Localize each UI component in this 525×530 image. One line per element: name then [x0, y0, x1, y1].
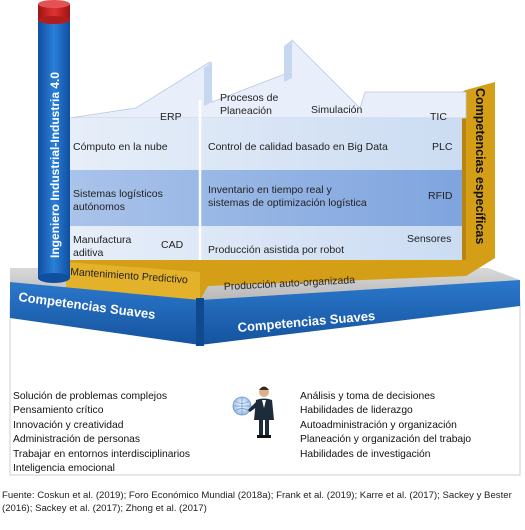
soft-skill-item: Habilidades de liderazgo: [300, 405, 413, 417]
soft-skill-item: Innovación y creatividad: [13, 419, 124, 431]
factory-row-3: [70, 170, 462, 226]
pillar-cap: [38, 4, 70, 20]
factory-row-4: [70, 226, 462, 260]
label-control-calidad: Control de calidad basado en Big Data: [208, 141, 388, 153]
label-plc: PLC: [432, 141, 453, 153]
soft-skill-item: Administración de personas: [13, 434, 141, 446]
label-tic: TIC: [430, 111, 447, 123]
soft-skills-band-fold: [196, 298, 204, 346]
pillar-base: [38, 273, 70, 283]
soft-skill-item: Análisis y toma de decisiones: [300, 391, 436, 402]
soft-skills-band-left: [10, 282, 200, 345]
pillar-body: [38, 10, 70, 278]
soft-skill-item: Pensamiento crítico: [13, 405, 104, 417]
specific-competencies-label: Competencias específicas: [473, 88, 487, 244]
soft-skill-item: Inteligencia emocional: [13, 463, 115, 475]
pillar-cap-bottom: [38, 16, 70, 24]
pillar-cap-top: [38, 0, 70, 8]
specific-band-edge: [462, 90, 466, 272]
label-erp: ERP: [160, 111, 182, 123]
label-sistemas-logisticos: Sistemas logísticos autónomos: [73, 188, 163, 213]
label-procesos-planeacion: Procesos de Planeación: [220, 92, 279, 117]
roof-shadow-1: [204, 62, 212, 106]
label-computo-nube: Cómputo en la nube: [73, 141, 168, 153]
label-rfid: RFID: [428, 190, 453, 202]
roof-shadow-2: [284, 40, 292, 82]
label-produccion-robot: Producción asistida por robot: [208, 244, 344, 256]
businessman-figure: [232, 386, 274, 438]
soft-skills-band-right: [200, 280, 520, 345]
label-simulacion: Simulación: [311, 104, 363, 116]
soft-skill-item: Autoadministración y organización: [300, 419, 457, 431]
pillar-label: Ingeniero Industrial-Industria 4.0: [48, 72, 62, 258]
factory-row-2: [70, 132, 462, 170]
soft-skill-item: Trabajar en entornos interdisciplinarios: [13, 448, 191, 460]
specific-competencies-band: [466, 82, 495, 270]
label-cad: CAD: [161, 239, 184, 251]
soft-skill-item: Habilidades de investigación: [300, 448, 431, 460]
label-inventario: Inventario en tiempo real y sistemas de …: [208, 184, 367, 209]
soft-skill-item: Solución de problemas complejos: [13, 391, 167, 402]
soft-skill-item: Planeación y organización del trabajo: [300, 434, 472, 446]
factory-row-1: [70, 118, 462, 132]
label-manufactura-aditiva: Manufactura aditiva: [73, 234, 132, 259]
label-sensores: Sensores: [407, 233, 452, 245]
source-note: Fuente: Coskun et al. (2019); Foro Econó…: [2, 490, 512, 514]
